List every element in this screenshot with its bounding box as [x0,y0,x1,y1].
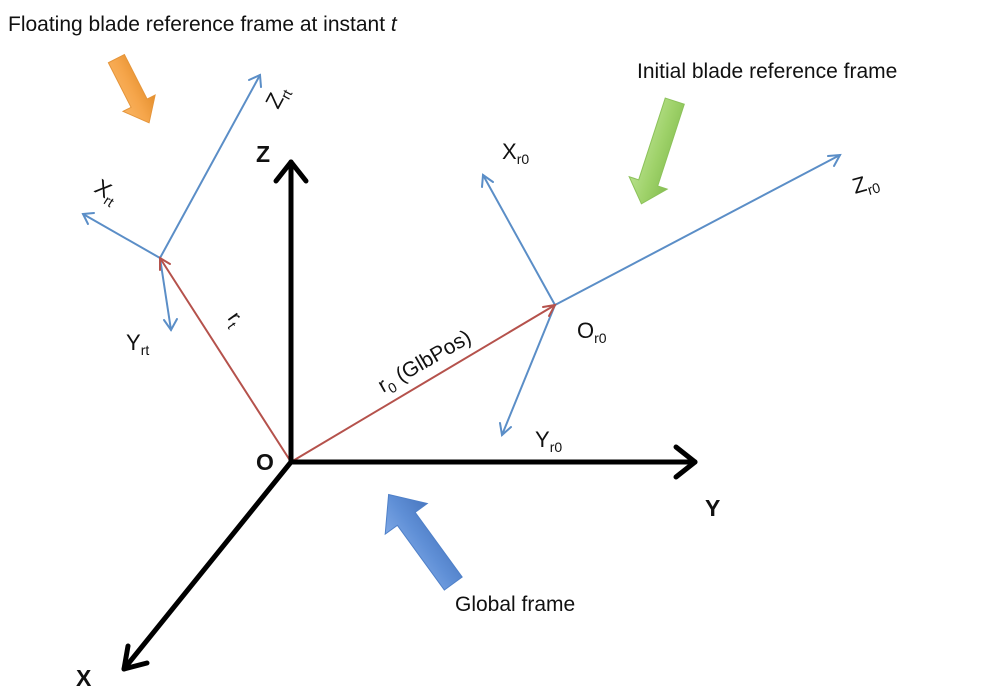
initial-y-label: Yr0 [535,427,562,455]
global-x-label: X [76,665,92,691]
block-arrow-icon [384,493,463,591]
floating-pointer-arrow [107,53,156,124]
floating-y-arrowhead [163,318,178,332]
r0-vector [290,304,556,463]
global-y-label: Y [705,495,720,521]
initial-frame-caption: Initial blade reference frame [637,60,897,83]
global-y-arrowhead [673,444,698,480]
global-pointer-arrow [384,493,463,591]
global-axes [121,159,698,672]
initial-z-arrowhead [827,153,842,167]
initial-x-arrowhead [481,173,494,188]
floating-x-label: Xrt [89,174,124,210]
block-arrow-icon [107,53,156,124]
floating-frame-axes [81,73,262,332]
initial-pointer-arrow [628,97,685,205]
initial-origin-label: Or0 [577,318,607,346]
global-frame-caption: Global frame [455,593,575,616]
global-z-label: Z [256,141,270,167]
global-z-arrowhead [273,159,309,184]
initial-z-axis [554,154,841,306]
floating-z-arrowhead [248,73,262,88]
initial-z-label: Zr0 [849,168,882,202]
initial-x-label: Xr0 [502,139,529,167]
global-x-arrowhead [121,643,150,672]
rt-vector-label: rt [220,308,248,332]
r0-arrowhead [542,303,557,317]
initial-y-arrowhead [499,422,512,437]
r0-vector-label: r0 (GlbPos) [374,326,477,400]
floating-z-label: Zrt [260,81,295,114]
position-vectors [159,256,557,463]
rt-arrowhead [159,256,171,271]
floating-y-label: Yrt [126,330,149,358]
initial-y-axis [501,304,556,436]
floating-y-axis [159,257,172,331]
initial-frame-axes [481,153,842,437]
floating-z-axis [159,74,261,259]
global-origin-label: O [256,449,274,475]
block-arrow-icon [628,97,685,205]
floating-x-axis [82,213,161,259]
initial-x-axis [482,174,556,306]
global-x-axis [121,459,294,672]
floating-frame-caption: Floating blade reference frame at instan… [8,13,398,36]
rt-vector [159,257,292,463]
floating-x-arrowhead [81,212,95,225]
